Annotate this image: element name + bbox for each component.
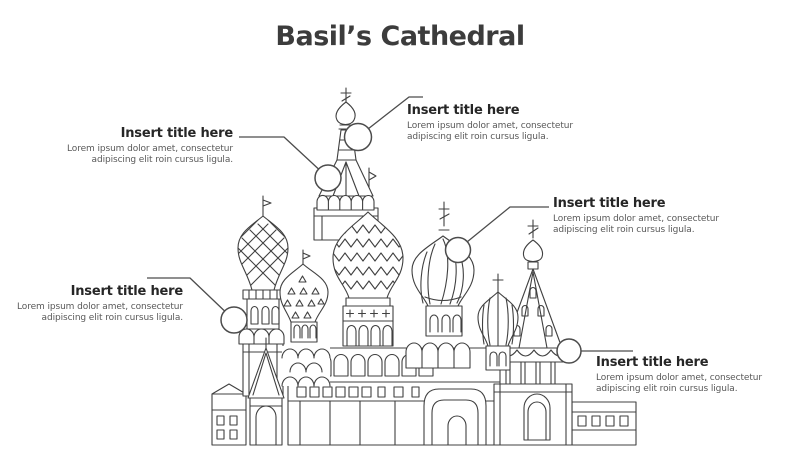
marker-circle-middle-right — [444, 236, 472, 264]
callout-title-placeholder[interactable]: Insert title here — [70, 284, 184, 299]
marker-circle-upper-left — [314, 164, 342, 192]
triangle-dome — [279, 249, 331, 387]
striped-dome — [477, 273, 519, 371]
callout-title-placeholder[interactable]: Insert title here — [596, 355, 709, 370]
callout-top: Insert title here Lorem ipsum dolor amet… — [407, 103, 573, 142]
callout-body-line[interactable]: adipiscing elit roin cursus ligula. — [407, 131, 549, 142]
callout-title-placeholder[interactable]: Insert title here — [553, 196, 666, 211]
callout-title-placeholder[interactable]: Insert title here — [120, 126, 234, 141]
callout-upper-left: Insert title here Lorem ipsum dolor amet… — [67, 126, 233, 165]
porch-and-portal — [247, 337, 487, 446]
callout-connector-upper-left — [239, 136, 319, 170]
callout-body-line[interactable]: Lorem ipsum dolor amet, consectetur — [67, 144, 233, 154]
callout-body-line[interactable]: adipiscing elit roin cursus ligula. — [41, 312, 184, 323]
callout-body-line[interactable]: Lorem ipsum dolor amet, consectetur — [17, 302, 183, 312]
callout-body-line[interactable]: Lorem ipsum dolor amet, consectetur — [596, 373, 762, 383]
callout-body-line[interactable]: adipiscing elit roin cursus ligula. — [91, 154, 234, 165]
callout-lower-left: Insert title here Lorem ipsum dolor amet… — [17, 284, 183, 323]
bell-tower — [493, 219, 573, 446]
callout-connector-middle-right — [466, 206, 549, 243]
callout-body-line[interactable]: adipiscing elit roin cursus ligula. — [553, 224, 695, 235]
marker-circle-top — [343, 122, 373, 152]
chevron-dome — [332, 211, 404, 347]
callout-connector-top — [367, 96, 423, 130]
marker-circle-bottom-right — [556, 338, 582, 364]
swirl-dome — [405, 201, 475, 369]
callout-bottom-right: Insert title here Lorem ipsum dolor amet… — [596, 355, 762, 394]
slide-title: Basil’s Cathedral — [275, 21, 525, 52]
marker-circle-lower-left — [220, 306, 248, 334]
callout-middle-right: Insert title here Lorem ipsum dolor amet… — [553, 196, 719, 235]
callout-body-line[interactable]: Lorem ipsum dolor amet, consectetur — [553, 214, 719, 224]
callout-title-placeholder[interactable]: Insert title here — [407, 103, 520, 118]
callout-body-line[interactable]: Lorem ipsum dolor amet, consectetur — [407, 121, 573, 131]
callout-connector-lower-left — [147, 277, 226, 312]
callout-body-line[interactable]: adipiscing elit roin cursus ligula. — [596, 383, 738, 394]
